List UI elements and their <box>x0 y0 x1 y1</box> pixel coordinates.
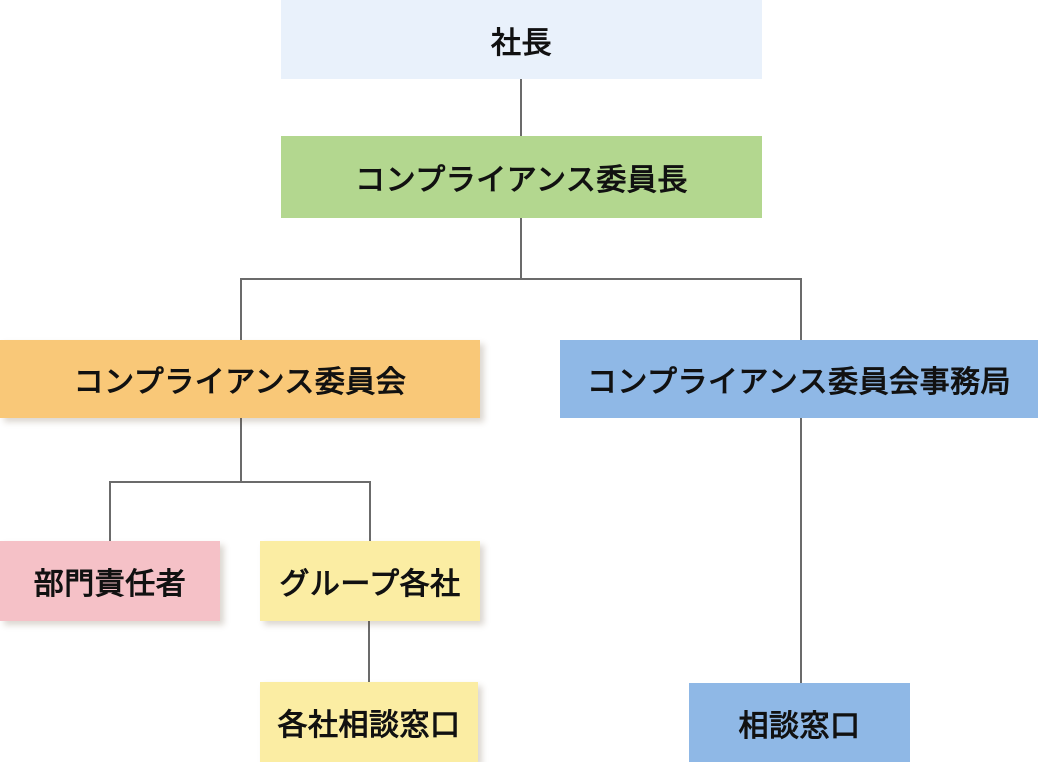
org-node-president: 社長 <box>281 0 762 79</box>
org-node-dept-manager-label: 部門責任者 <box>33 568 187 601</box>
org-node-compliance-secretariat-label: コンプライアンス委員会事務局 <box>586 366 1012 399</box>
connector-sub-left-drop <box>109 481 111 541</box>
org-node-group-companies: グループ各社 <box>260 541 480 621</box>
connector-secretariat-to-desk <box>800 418 802 683</box>
connector-branch-horizontal <box>240 278 802 280</box>
org-node-consult-desk-label: 相談窓口 <box>738 709 861 743</box>
connector-president-chair <box>520 79 522 136</box>
connector-chair-down <box>520 218 522 278</box>
connector-committee-down <box>240 418 242 482</box>
org-node-compliance-committee: コンプライアンス委員会 <box>0 340 480 418</box>
org-node-group-companies-label: グループ各社 <box>279 568 461 601</box>
connector-group-to-desk <box>368 621 370 682</box>
org-node-company-consult-desk-label: 各社相談窓口 <box>277 709 461 742</box>
org-node-company-consult-desk: 各社相談窓口 <box>260 682 478 762</box>
org-node-compliance-secretariat: コンプライアンス委員会事務局 <box>560 340 1038 418</box>
org-node-dept-manager: 部門責任者 <box>0 541 220 621</box>
connector-sub-horizontal <box>109 481 371 483</box>
connector-sub-right-drop <box>369 481 371 541</box>
org-node-compliance-chair-label: コンプライアンス委員長 <box>355 164 688 197</box>
org-node-consult-desk: 相談窓口 <box>689 683 910 762</box>
connector-branch-right-drop <box>800 278 802 340</box>
connector-branch-left-drop <box>240 278 242 340</box>
org-node-compliance-committee-label: コンプライアンス委員会 <box>73 366 407 399</box>
org-node-compliance-chair: コンプライアンス委員長 <box>281 136 762 218</box>
org-node-president-label: 社長 <box>491 26 552 60</box>
